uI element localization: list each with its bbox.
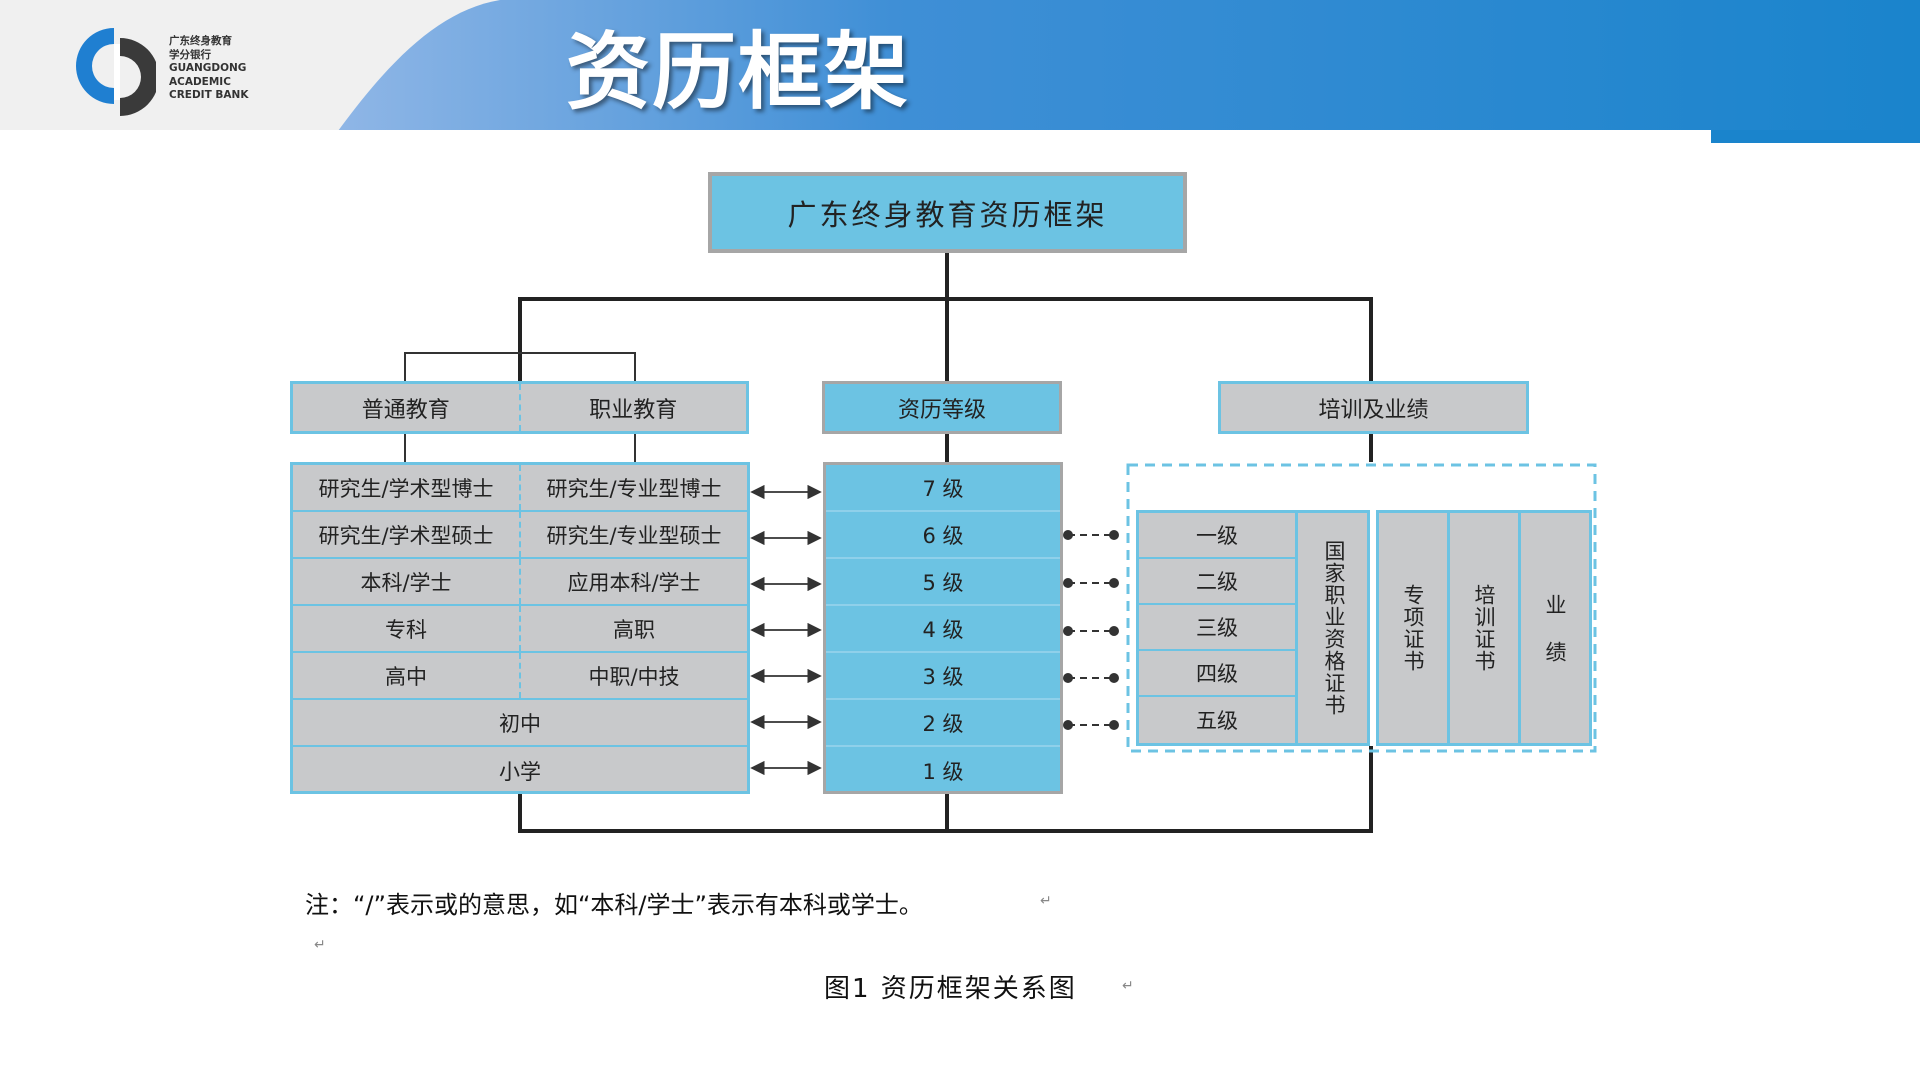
level-cell: 4 级 [826, 606, 1060, 653]
level-cell: 5 级 [826, 559, 1060, 606]
education-row: 专科 高职 [293, 606, 747, 653]
logo-line: 学分银行 [169, 48, 211, 61]
header-stripe [0, 130, 1920, 143]
education-row: 本科/学士 应用本科/学士 [293, 559, 747, 606]
logo-line: GUANGDONG [169, 62, 247, 74]
framework-root-box: 广东终身教育资历框架 [708, 172, 1187, 253]
footnote: 注：“/”表示或的意思，如“本科/学士”表示有本科或学士。 [305, 891, 923, 919]
general-education-cell: 研究生/学术型博士 [318, 476, 494, 501]
vocational-education-cell: 中职/中技 [519, 653, 747, 698]
education-row-merged: 初中 [293, 700, 747, 747]
logo-line: ACADEMIC [169, 75, 231, 88]
slide-title: 资历框架 [566, 23, 911, 121]
general-education-cell: 高中 [385, 664, 427, 689]
education-table: 研究生/学术型博士 研究生/专业型博士 研究生/学术型硕士 研究生/专业型硕士 … [290, 462, 750, 794]
paragraph-mark-icon: ↵ [1040, 893, 1052, 909]
vocational-grade-cell: 四级 [1139, 651, 1295, 697]
training-cell: 专项证书 [1379, 513, 1447, 743]
vocational-grade-cell: 三级 [1139, 605, 1295, 651]
level-cell: 3 级 [826, 653, 1060, 700]
merged-education-cell: 初中 [499, 711, 541, 736]
logo-line: 广东终身教育 [169, 35, 232, 47]
vocational-education-cell: 应用本科/学士 [519, 559, 747, 604]
figure-caption: 图1 资历框架关系图 [824, 974, 1077, 1004]
vocational-certificate-label: 国家职业资格证书 [1322, 540, 1346, 716]
general-education-cell: 专科 [385, 617, 427, 642]
education-category-box: 普通教育 职业教育 [290, 381, 749, 434]
paragraph-mark-icon: ↵ [314, 937, 326, 953]
vocational-education-cell: 研究生/专业型博士 [519, 465, 747, 510]
vocational-grade-cell: 五级 [1196, 709, 1238, 733]
paragraph-mark-icon: ↵ [1122, 978, 1134, 994]
training-certificate-label: 培训证书 [1472, 584, 1496, 672]
performance-label: 业 绩 [1543, 593, 1567, 663]
vocational-education-cell: 高职 [519, 606, 747, 651]
logo-line: CREDIT BANK [169, 89, 249, 101]
academic-credit-bank-logo [76, 28, 156, 116]
vocational-education-label: 职业教育 [518, 384, 747, 431]
level-cell: 6 级 [826, 512, 1060, 559]
special-certificate-label: 专项证书 [1401, 584, 1425, 672]
training-table: 专项证书 培训证书 业 绩 [1376, 510, 1592, 746]
vocational-grade-cell: 一级 [1139, 513, 1295, 559]
level-cell: 7 级 [826, 465, 1060, 512]
education-row: 研究生/学术型博士 研究生/专业型博士 [293, 465, 747, 512]
logo-text: 广东终身教育 学分银行 GUANGDONG ACADEMIC CREDIT BA… [169, 35, 248, 103]
general-education-cell: 研究生/学术型硕士 [318, 523, 494, 548]
level-table: 7 级 6 级 5 级 4 级 3 级 2 级 1 级 [823, 462, 1063, 794]
level-cell: 1 级 [922, 759, 964, 784]
qualification-level-box: 资历等级 [822, 381, 1062, 434]
education-row-merged: 小学 [293, 747, 747, 794]
vocational-grade-table: 一级 二级 三级 四级 五级 国家职业资格证书 [1136, 510, 1370, 746]
general-education-label: 普通教育 [361, 397, 450, 423]
merged-education-cell: 小学 [499, 759, 541, 784]
education-row: 高中 中职/中技 [293, 653, 747, 700]
training-cell: 业 绩 [1518, 513, 1589, 743]
general-education-cell: 本科/学士 [360, 570, 452, 595]
vocational-certificate-cell: 国家职业资格证书 [1295, 513, 1370, 743]
training-cell: 培训证书 [1447, 513, 1518, 743]
level-cell: 2 级 [826, 700, 1060, 747]
header-blue-band [338, 0, 1920, 131]
training-performance-box: 培训及业绩 [1218, 381, 1529, 434]
vocational-grade-cell: 二级 [1139, 559, 1295, 605]
header-stripe-accent [1711, 130, 1920, 143]
vocational-education-cell: 研究生/专业型硕士 [519, 512, 747, 557]
education-row: 研究生/学术型硕士 研究生/专业型硕士 [293, 512, 747, 559]
